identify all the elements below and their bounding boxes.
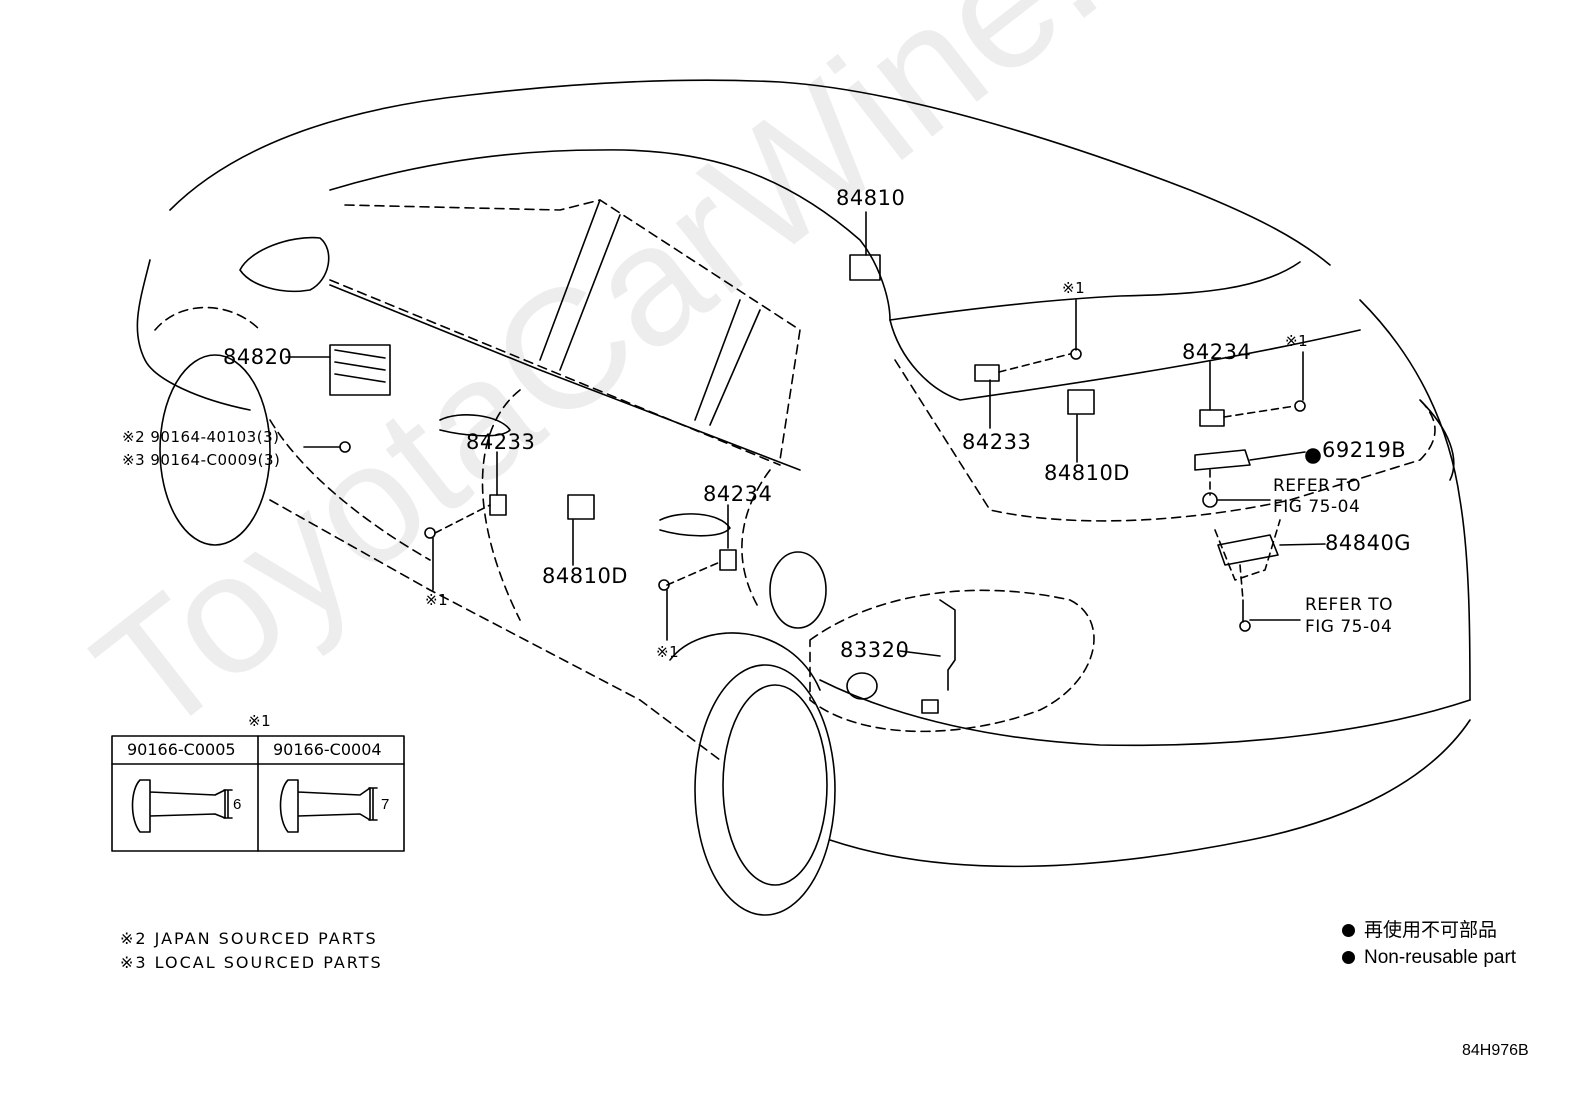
part-label-69219B: 69219B: [1322, 438, 1407, 462]
tail-lamp: [1419, 399, 1455, 481]
rear-bumper-bottom: [829, 719, 1471, 868]
rear-wheel-inner: [722, 684, 828, 886]
side-mirror: [239, 236, 330, 293]
bolt-icon: [339, 441, 351, 453]
window-pillars: [539, 199, 761, 426]
clip-dim-label-1: 6: [233, 796, 242, 813]
opener-dashed-lines: [1209, 469, 1281, 601]
front-door-lower: [269, 419, 431, 561]
grommet: [1202, 492, 1218, 508]
clip-note-top-1: ※1: [1062, 279, 1086, 297]
leader-84840G: [1279, 543, 1326, 546]
refer-label-1-line1: REFER TO: [1273, 476, 1362, 496]
switch-84810: [849, 254, 881, 281]
legend-text-en: Non-reusable part: [1364, 947, 1517, 968]
front-fender: [136, 259, 251, 411]
front-wheel: [159, 354, 271, 546]
fuel-lid: [769, 551, 827, 629]
clip-table-header-1: 90166-C0005: [127, 740, 236, 759]
clip-dim-label-2: 7: [381, 796, 390, 813]
rear-quarter: [1359, 299, 1471, 701]
side-window-frame: [344, 199, 801, 461]
courtesy-switch-84234-left: [719, 549, 737, 571]
part-label-84810: 84810: [836, 186, 906, 210]
footnote-japan-sourced: ※2 JAPAN SOURCED PARTS: [120, 929, 378, 948]
refer-label-2-line1: REFER TO: [1305, 595, 1394, 615]
part-label-84233-right: 84233: [962, 430, 1032, 454]
refer-label-1-line2: FIG 75-04: [1273, 497, 1361, 517]
clip-dim-c0005: [223, 789, 233, 819]
bullet-icon: [1342, 951, 1355, 964]
diagram-code: 84H976B: [1462, 1042, 1529, 1059]
height-sensor-body: [921, 699, 939, 714]
front-door-handle: [439, 414, 511, 437]
rear-spoiler: [889, 261, 1301, 321]
legend-non-reusable-jp: 再使用不可部品: [1342, 921, 1497, 940]
legend-non-reusable-en: Non-reusable part: [1342, 948, 1516, 967]
leader-83320: [899, 650, 941, 657]
front-wheel-arch: [154, 306, 261, 331]
refer-label-2-line2: FIG 75-04: [1305, 617, 1393, 637]
rear-door-rear-edge: [741, 469, 771, 611]
part-label-84820: 84820: [223, 345, 293, 369]
legend-text-jp: 再使用不可部品: [1364, 920, 1498, 941]
side-sill: [269, 499, 721, 761]
bolt-label-line2: ※3 90164-C0009(3): [122, 451, 281, 469]
part-label-84840G: 84840G: [1325, 531, 1412, 555]
rear-door-front-edge: [481, 389, 521, 621]
rear-door-handle: [659, 513, 731, 537]
opener-switch-84840G: [1217, 534, 1279, 566]
clip-note-left-1: ※1: [425, 591, 449, 609]
part-label-84233-left: 84233: [466, 430, 536, 454]
clip-drawing-c0005: [131, 779, 226, 833]
courtesy-switch-84233-right: [974, 364, 1000, 382]
bolt-label-line1: ※2 90164-40103(3): [122, 428, 280, 446]
courtesy-switch-84233-left: [489, 494, 507, 516]
rear-wheel-arch: [669, 632, 821, 691]
roof-line: [169, 79, 1331, 266]
height-sensor-rod: [939, 599, 956, 691]
courtesy-switch-84234-right: [1199, 409, 1225, 427]
part-label-84234-left: 84234: [703, 482, 773, 506]
clip-note-left-2: ※1: [656, 643, 680, 661]
leader-69219B: [1249, 451, 1306, 461]
part-label-84810D-left: 84810D: [542, 564, 628, 588]
spare-tire-area: [809, 589, 1095, 733]
part-label-84234-right: 84234: [1182, 340, 1252, 364]
master-switch-buttons: [334, 349, 386, 383]
gasket-69219B: [1194, 449, 1251, 471]
back-door-outline: [894, 359, 1436, 522]
rear-wheel: [694, 664, 836, 916]
rear-window-top: [889, 319, 1361, 401]
clip-table-grid: [111, 735, 405, 852]
door-belt-molding: [329, 284, 801, 471]
switch-84810D-right: [1067, 389, 1095, 415]
clip-dim-c0004: [368, 787, 378, 821]
roof-rail: [329, 149, 891, 321]
hitch-hole: [846, 672, 878, 700]
master-switch-84820: [329, 344, 391, 396]
clip-top-2: [1294, 400, 1306, 412]
screw-head: [1239, 620, 1251, 632]
part-label-84810D-right: 84810D: [1044, 461, 1130, 485]
bullet-icon: [1342, 924, 1355, 937]
non-reusable-dot: [1305, 448, 1321, 464]
switch-84810D-left: [567, 494, 595, 520]
footnote-local-sourced: ※3 LOCAL SOURCED PARTS: [120, 953, 383, 972]
rear-bumper-top: [819, 679, 1471, 747]
clip-note-top-2: ※1: [1285, 332, 1309, 350]
assembly-dashed-lines: [434, 353, 1296, 586]
clip-left-1: [424, 527, 436, 539]
part-label-83320: 83320: [840, 638, 910, 662]
clip-drawing-c0004: [279, 779, 371, 833]
clip-table-marker: ※1: [248, 712, 272, 730]
clip-table-header-2: 90166-C0004: [273, 740, 382, 759]
